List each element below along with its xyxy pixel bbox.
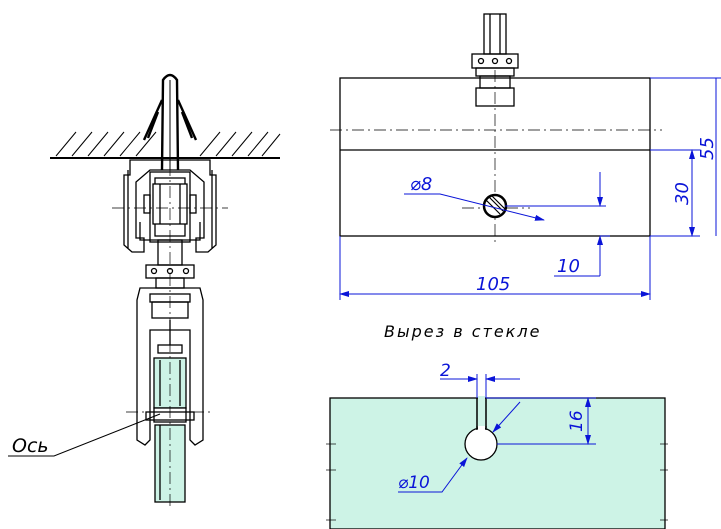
glass-sheet: [329, 397, 666, 529]
cutout-dimensions: [398, 374, 596, 493]
front-view: ⌀8 10 105 30 55: [330, 13, 721, 300]
slot-width-dim: 2: [440, 361, 451, 381]
height-55-dim: 55: [697, 137, 718, 160]
glass-cutout-view: 2 16 ⌀10: [326, 361, 668, 529]
ceiling-hatch: [50, 131, 281, 159]
cutout-hole: [464, 427, 498, 461]
hole-diameter-bottom: ⌀10: [398, 473, 430, 493]
hole-diameter-top: ⌀8: [410, 174, 432, 195]
glass-clamp: [136, 287, 204, 446]
slot-depth-dim: 16: [567, 410, 587, 432]
axis-leader: [8, 413, 161, 457]
assembly-side-view: Ось: [8, 73, 281, 508]
front-dimensions: [339, 77, 721, 300]
axis-label: Ось: [12, 435, 49, 457]
hole-offset-dim: 10: [557, 256, 580, 277]
center-lines: [112, 120, 228, 508]
glass-cutout-caption: Вырез в стекле: [384, 322, 541, 341]
width-dim: 105: [476, 274, 510, 295]
height-30-dim: 30: [672, 182, 693, 205]
front-center-lines: [330, 70, 662, 246]
